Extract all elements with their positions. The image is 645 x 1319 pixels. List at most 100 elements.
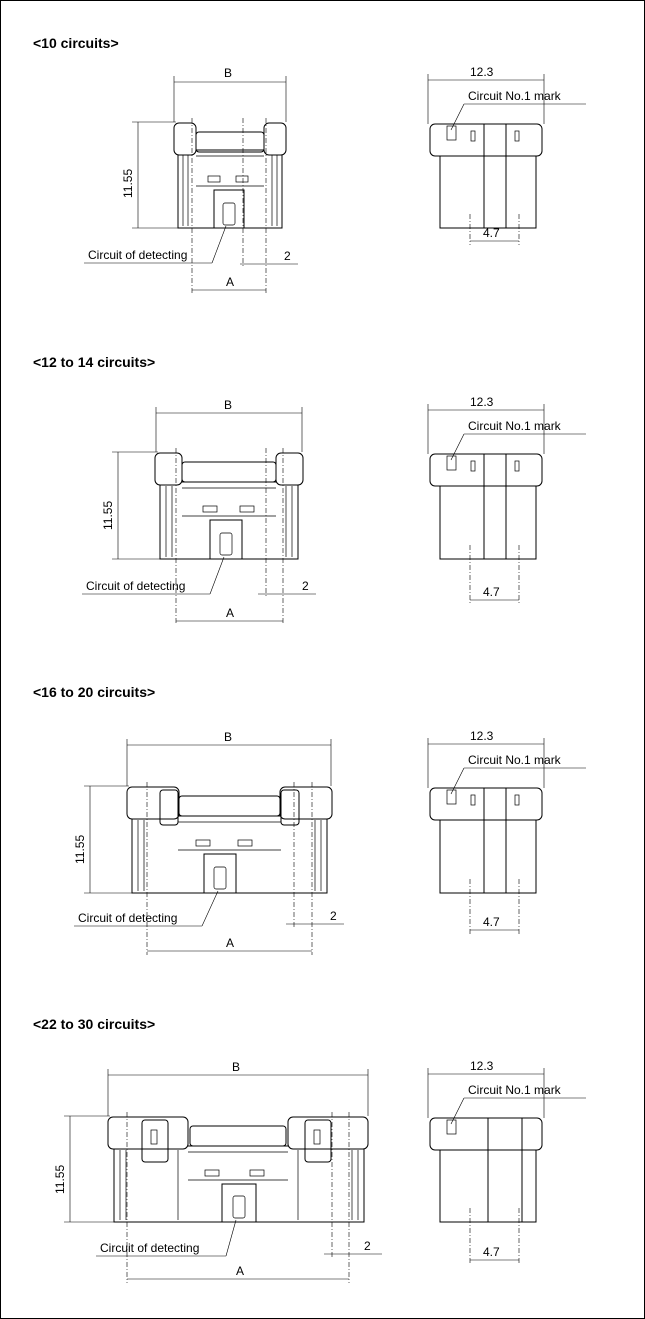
right-latch [275,452,304,486]
mark-label: Circuit No.1 mark [468,1083,562,1097]
height-label: 11.55 [53,1165,67,1194]
terminal-slot [237,839,253,847]
height-label: 11.55 [101,501,115,530]
top-recess [178,795,281,817]
detect-terminal [219,532,233,556]
latch-slot [470,460,476,472]
pitch-label: 2 [302,579,309,593]
detect-label: Circuit of detecting [86,579,185,593]
latch-slot [470,794,476,806]
a-label: A [226,275,234,289]
terminal-slot [204,1169,220,1177]
detect-pocket [213,189,245,229]
circuit-mark-notch [446,789,457,805]
detect-leader-arrow [201,890,219,927]
latch-slot [514,130,520,142]
a-label: A [226,936,234,950]
side-dimension-label: 4.7 [483,1245,500,1259]
latch-slot [514,460,520,472]
a-label: A [226,606,234,620]
top-recess [189,1125,287,1147]
b-label: B [224,398,232,412]
section-10-circuits: <10 circuits> B 11.55 [33,35,586,295]
pitch-label: 2 [364,1239,371,1253]
height-label: 11.55 [121,169,135,198]
mark-label: Circuit No.1 mark [468,419,562,433]
detect-pocket [221,1183,257,1223]
left-latch [107,1116,189,1150]
height-label: 11.55 [73,835,87,864]
section-heading: <22 to 30 circuits> [33,1016,155,1032]
a-label: A [236,1264,244,1278]
side-channel [483,123,507,229]
side-latch-right [304,1119,332,1163]
side-view: 12.3 4.7 Circuit No.1 mark [427,729,586,934]
side-channel [487,1117,523,1223]
front-view: B 11.55 [53,1060,382,1283]
section-12-14-circuits: <12 to 14 circuits> B 11.55 [33,354,586,625]
terminal-slot [235,175,249,183]
width-label: 12.3 [470,729,494,743]
detect-label: Circuit of detecting [100,1241,199,1255]
right-latch [263,122,287,156]
detect-leader-arrow [225,1219,237,1257]
detect-pocket [203,853,237,894]
section-heading: <12 to 14 circuits> [33,354,155,370]
side-view: 12.3 4.7 Circuit No.1 mark [427,1059,586,1264]
latch-slot [313,1129,321,1145]
top-recess [195,131,265,153]
terminal-slot [239,505,255,513]
section-16-20-circuits: <16 to 20 circuits> B 11.55 [33,684,586,955]
pitch-label: 2 [284,249,291,263]
mark-label: Circuit No.1 mark [468,753,562,767]
section-22-30-circuits: <22 to 30 circuits> B 11.55 [33,1016,586,1283]
width-label: 12.3 [470,65,494,79]
left-latch [173,122,197,156]
b-label: B [224,730,232,744]
side-latch-left [141,1119,169,1163]
mark-leader-arrow [450,433,465,461]
terminal-slot [202,505,218,513]
detect-terminal [222,202,236,226]
latch-slot [150,1129,158,1145]
front-view: B 11.55 2 A [73,730,344,955]
side-dimension-label: 4.7 [483,226,500,240]
latch-slot [470,130,476,142]
detect-leader-arrow [211,225,227,264]
detect-pocket [209,519,243,560]
latch-slot [514,794,520,806]
side-channel [483,453,507,560]
detect-leader-arrow [209,556,225,595]
b-label: B [224,66,232,80]
left-latch [154,452,183,486]
side-latch-left [159,789,179,826]
detect-label: Circuit of detecting [88,248,187,262]
side-latch-right [280,789,300,826]
terminal-slot [195,839,211,847]
circuit-mark-notch [446,455,457,471]
detect-terminal [213,866,227,890]
front-view: B 11.55 2 [84,66,298,295]
side-view: 12.3 4.7 Circuit No.1 mark [427,395,586,604]
front-view: B 11.55 2 A [82,398,316,625]
section-heading: <10 circuits> [33,35,119,51]
side-view: 12.3 4.7 Circuit No.1 mark [427,65,586,245]
pitch-label: 2 [330,909,337,923]
detect-terminal [232,1195,246,1219]
top-recess [181,461,277,483]
circuit-mark-notch [446,1119,457,1135]
mark-label: Circuit No.1 mark [468,89,562,103]
b-label: B [232,1060,240,1074]
section-heading: <16 to 20 circuits> [33,684,155,700]
circuit-mark-notch [446,125,457,141]
detect-label: Circuit of detecting [78,911,177,925]
right-latch [279,786,333,820]
mark-leader-arrow [450,1097,465,1125]
width-label: 12.3 [470,1059,494,1073]
side-dimension-label: 4.7 [483,915,500,929]
left-latch [126,786,180,820]
side-channel [483,787,507,894]
mark-leader-arrow [450,103,465,131]
terminal-slot [207,175,221,183]
